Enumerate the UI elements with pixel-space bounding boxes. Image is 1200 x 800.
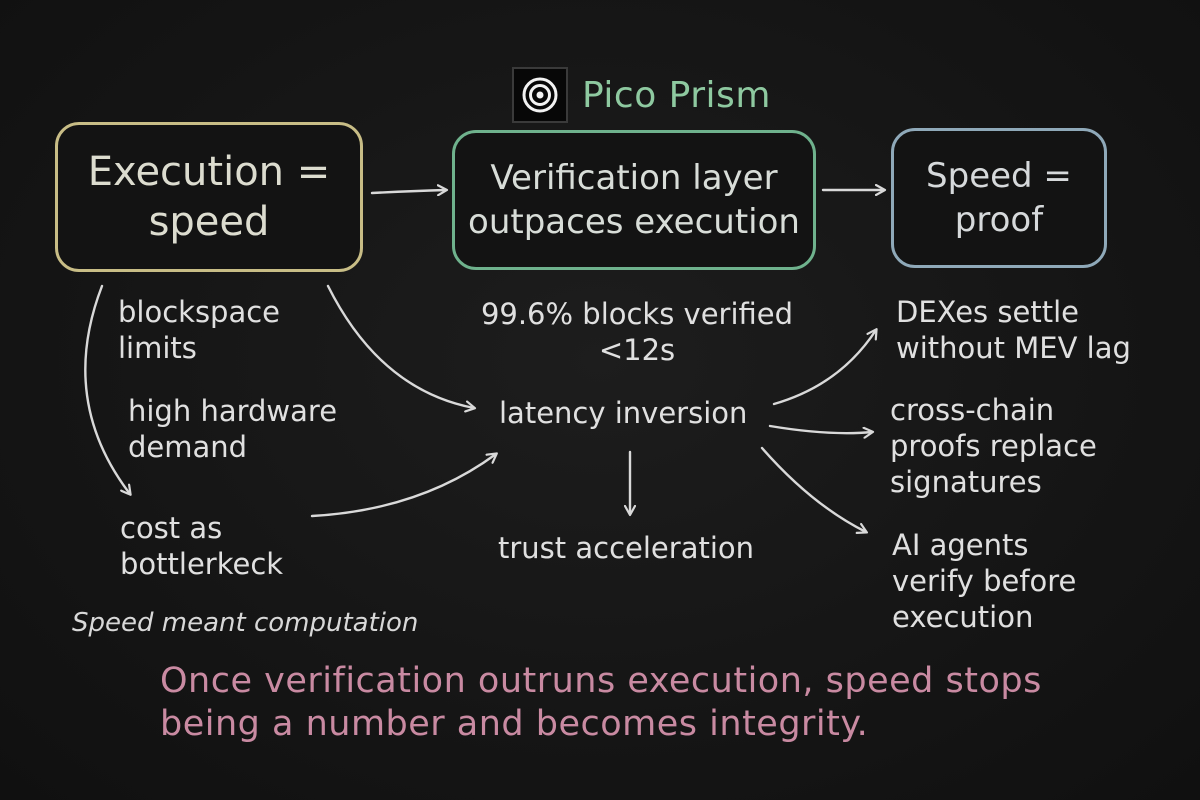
cost-bottleneck-note: cost as bottlerkeck — [120, 511, 284, 581]
cross-chain-note: cross-chain proofs replace signatures — [890, 393, 1097, 499]
blockspace-limits-note: blockspace limits — [118, 295, 281, 365]
trust-acceleration-note: trust acceleration — [498, 531, 755, 565]
blocks-verified-stat: 99.6% blocks verified <12s — [480, 297, 794, 367]
verification-layer-box: Verification layer outpaces execution — [452, 130, 816, 270]
execution-speed-box: Execution = speed — [55, 122, 363, 272]
speed-proof-box: Speed = proof — [891, 128, 1107, 268]
hardware-demand-note: high hardware demand — [128, 394, 338, 464]
speed-computation-note: Speed meant computation — [72, 608, 419, 638]
execution-speed-label: Execution = speed — [87, 149, 331, 245]
latency-inversion-note: latency inversion — [499, 396, 748, 430]
speed-proof-label: Speed = proof — [926, 156, 1072, 240]
concentric-circles-icon — [512, 67, 568, 123]
conclusion-text: Once verification outruns execution, spe… — [160, 661, 1042, 744]
ai-agents-note: AI agents verify before execution — [892, 528, 1077, 634]
verification-layer-label: Verification layer outpaces execution — [468, 158, 800, 242]
dexes-settle-note: DEXes settle without MEV lag — [896, 295, 1131, 365]
logo: Pico Prism — [512, 66, 771, 124]
logo-title: Pico Prism — [582, 74, 771, 116]
